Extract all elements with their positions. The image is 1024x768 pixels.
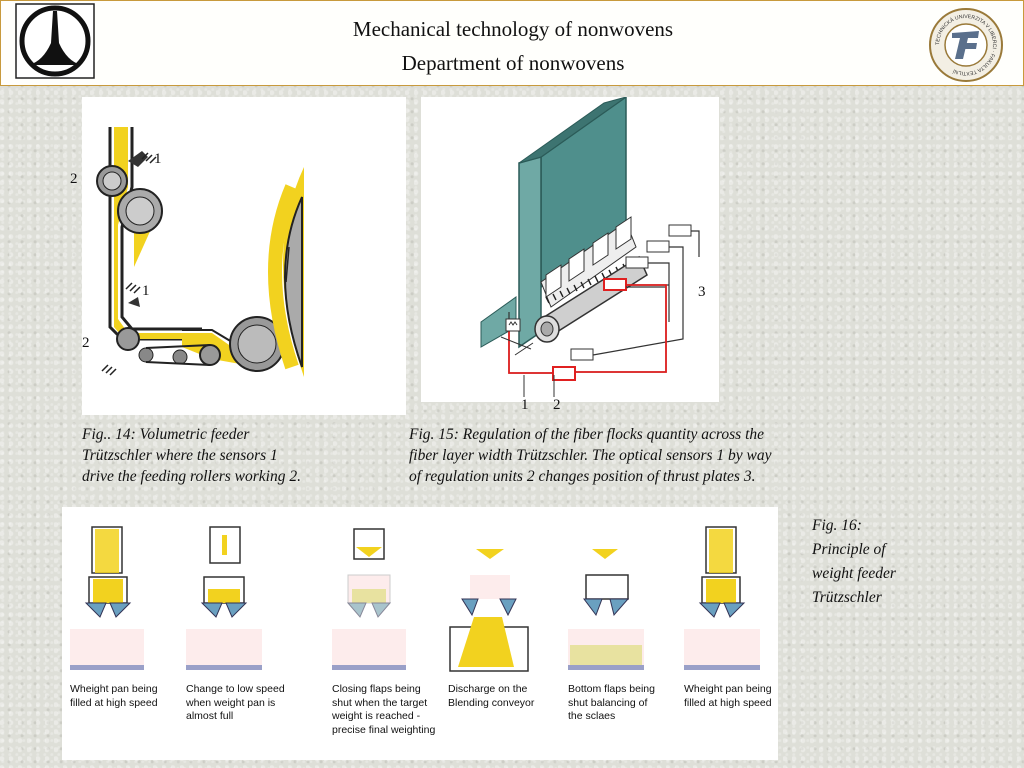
fig15-label-2: 2 bbox=[553, 397, 561, 413]
fig14-label-bottom-2: 2 bbox=[82, 335, 90, 351]
title-line-1: Mechanical technology of nonwovens bbox=[352, 17, 674, 41]
step-2-graphic bbox=[186, 526, 262, 670]
fig15-caption: Fig. 15: Regulation of the fiber flocks … bbox=[409, 426, 772, 485]
title-line-2: Department of nonwovens bbox=[401, 51, 625, 75]
fig14-label-top-2: 2 bbox=[70, 171, 78, 187]
fig14-caption: Fig.. 14: Volumetric feeder Trützschler … bbox=[82, 426, 301, 485]
step-6-graphic bbox=[684, 526, 760, 670]
step-3-graphic bbox=[332, 528, 406, 670]
university-seal-icon: TECHNICKÁ UNIVERZITA V LIBERCI · FAKULTA… bbox=[929, 8, 1003, 82]
fig15-label-3: 3 bbox=[698, 284, 706, 300]
fig14-diagram: 1 2 1 2 bbox=[70, 97, 406, 415]
department-logo-icon bbox=[15, 3, 95, 79]
fig14-label-bottom-1: 1 bbox=[142, 283, 150, 299]
weight-feeder-sequence bbox=[70, 526, 760, 672]
step-5-graphic bbox=[568, 549, 644, 670]
step-1-graphic bbox=[70, 526, 144, 670]
step-4-graphic bbox=[449, 549, 529, 672]
regulation-drawing bbox=[480, 95, 700, 397]
volumetric-feeder-drawing bbox=[96, 127, 304, 377]
fig15-diagram: 3 1 2 bbox=[421, 95, 719, 413]
fig14-label-top-1: 1 bbox=[154, 151, 162, 167]
header-bar: Mechanical technology of nonwovens Depar… bbox=[0, 0, 1024, 86]
fig16-caption: Fig. 16: Principle of weight feeder Trüt… bbox=[812, 517, 896, 606]
fig15-label-1: 1 bbox=[521, 397, 529, 413]
